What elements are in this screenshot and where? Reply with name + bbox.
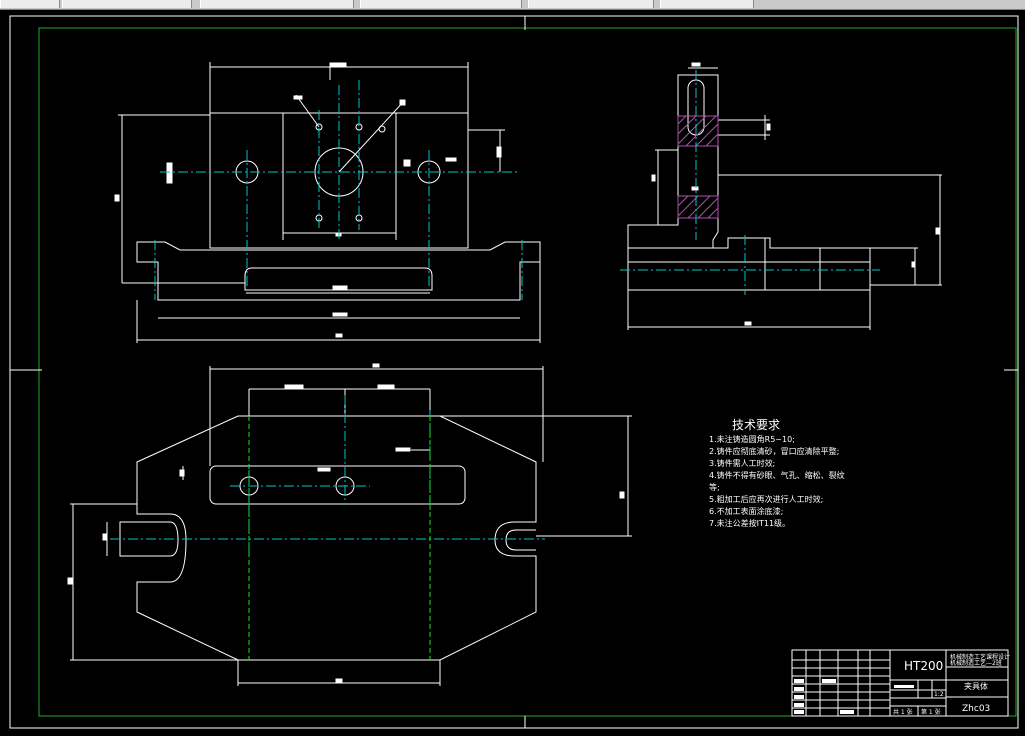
title-material: HT200 xyxy=(904,659,943,673)
front-view-centerlines xyxy=(154,80,523,300)
toolbar-strip xyxy=(0,0,1025,10)
toolbar-tab-2[interactable] xyxy=(62,0,192,8)
cad-drawing-canvas[interactable]: 技术要求 1.未注铸造圆角R5~10; 2.铸件应彻底清砂，冒口应清除平整; 3… xyxy=(0,10,1025,732)
top-view xyxy=(67,363,632,686)
side-view xyxy=(627,62,942,330)
title-sheet-no: 第 1 张 xyxy=(921,708,941,716)
side-view-hatching xyxy=(677,115,719,219)
inner-border xyxy=(38,27,1017,717)
title-drawing-number: Zhc03 xyxy=(962,704,990,714)
toolbar-tab-6[interactable] xyxy=(660,0,754,8)
toolbar-tab-3[interactable] xyxy=(200,0,354,8)
tech-req-line-3: 3.铸件需人工时效; xyxy=(709,458,775,468)
tech-req-list: 1.未注铸造圆角R5~10; 2.铸件应彻底清砂，冒口应清除平整; 3.铸件需人… xyxy=(709,434,845,528)
toolbar-tab-1[interactable] xyxy=(0,0,60,8)
title-part-name: 夹具体 xyxy=(964,681,988,691)
title-block-labels-fill xyxy=(794,679,914,714)
title-school-line2: 机械制造工艺—2班 xyxy=(950,659,1002,667)
outer-frame xyxy=(9,15,1019,729)
title-scale: 1:2 xyxy=(934,691,944,698)
tech-req-line-6: 5.粗加工后应再次进行人工时效; xyxy=(709,494,823,504)
title-school-line1: 机械制造工艺课程设计 xyxy=(950,653,1010,661)
toolbar-tab-5[interactable] xyxy=(528,0,654,8)
top-view-centerlines xyxy=(110,395,545,560)
front-view xyxy=(114,62,541,343)
top-view-hidden-lines xyxy=(248,416,431,660)
tech-req-line-2: 2.铸件应彻底清砂，冒口应清除平整; xyxy=(709,446,839,456)
tech-req-line-1: 1.未注铸造圆角R5~10; xyxy=(709,434,795,444)
tech-req-line-4: 4.铸件不得有砂眼、气孔、缩松、裂纹 xyxy=(709,470,845,480)
tech-req-title: 技术要求 xyxy=(732,418,780,432)
toolbar-tab-4[interactable] xyxy=(360,0,522,8)
tech-req-line-5: 等; xyxy=(709,482,720,492)
tech-req-line-7: 6.不加工表面涂底漆; xyxy=(709,506,783,516)
title-sheet-total: 共 1 张 xyxy=(893,708,913,716)
side-view-centerlines xyxy=(620,70,880,295)
title-block xyxy=(791,649,1009,717)
tech-req-line-8: 7.未注公差按IT11级。 xyxy=(709,518,790,528)
